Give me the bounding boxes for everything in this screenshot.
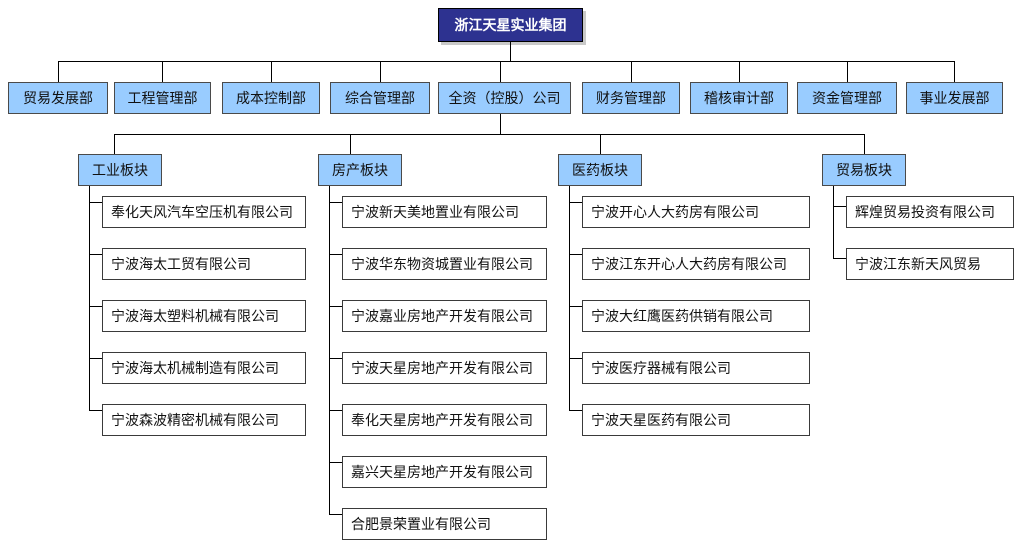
connector [329, 306, 342, 307]
company-item[interactable]: 宁波天星房地产开发有限公司 [342, 352, 547, 384]
connector [954, 61, 955, 82]
company-item[interactable]: 宁波海太工贸有限公司 [102, 248, 306, 280]
connector [114, 134, 865, 135]
company-item[interactable]: 宁波嘉业房地产开发有限公司 [342, 300, 547, 332]
sector-pharmaceutical[interactable]: 医药板块 [558, 154, 642, 186]
company-item[interactable]: 宁波森波精密机械有限公司 [102, 404, 306, 436]
company-item[interactable]: 宁波海太塑料机械有限公司 [102, 300, 306, 332]
sector-real-estate[interactable]: 房产板块 [318, 154, 402, 186]
connector [569, 186, 570, 410]
company-item[interactable]: 辉煌贸易投资有限公司 [846, 196, 1014, 228]
connector [89, 358, 102, 359]
connector [350, 134, 351, 154]
connector [114, 134, 115, 154]
sector-industry[interactable]: 工业板块 [78, 154, 162, 186]
connector [329, 514, 342, 515]
connector [329, 254, 342, 255]
company-item[interactable]: 宁波江东开心人大药房有限公司 [582, 248, 810, 280]
connector [271, 61, 272, 82]
connector [569, 410, 582, 411]
connector [89, 254, 102, 255]
connector [58, 61, 59, 82]
connector [329, 202, 342, 203]
connector [89, 306, 102, 307]
connector [833, 186, 834, 258]
company-item[interactable]: 宁波医疗器械有限公司 [582, 352, 810, 384]
connector [329, 462, 342, 463]
connector [510, 42, 511, 61]
connector [631, 61, 632, 82]
connector [600, 134, 601, 154]
company-item[interactable]: 宁波华东物资城置业有限公司 [342, 248, 547, 280]
company-item[interactable]: 宁波海太机械制造有限公司 [102, 352, 306, 384]
connector [162, 61, 163, 82]
connector [89, 410, 102, 411]
dept-trade-development[interactable]: 贸易发展部 [8, 82, 108, 114]
connector [847, 61, 848, 82]
dept-wholly-owned-companies[interactable]: 全资（控股）公司 [438, 82, 571, 114]
company-item[interactable]: 合肥景荣置业有限公司 [342, 508, 547, 540]
company-item[interactable]: 嘉兴天星房地产开发有限公司 [342, 456, 547, 488]
connector [89, 186, 90, 410]
connector [329, 358, 342, 359]
dept-fund-management[interactable]: 资金管理部 [797, 82, 897, 114]
connector [58, 61, 955, 62]
company-item[interactable]: 宁波大红鹰医药供销有限公司 [582, 300, 810, 332]
company-item[interactable]: 宁波新天美地置业有限公司 [342, 196, 547, 228]
connector [864, 134, 865, 154]
connector [500, 61, 501, 82]
connector [380, 61, 381, 82]
sector-trade[interactable]: 贸易板块 [822, 154, 906, 186]
connector [569, 358, 582, 359]
connector [739, 61, 740, 82]
connector [833, 206, 846, 207]
connector [89, 202, 102, 203]
connector [833, 258, 846, 259]
company-item[interactable]: 奉化天风汽车空压机有限公司 [102, 196, 306, 228]
dept-engineering[interactable]: 工程管理部 [114, 82, 211, 114]
connector [569, 202, 582, 203]
dept-audit[interactable]: 稽核审计部 [690, 82, 788, 114]
connector [500, 114, 501, 134]
dept-finance[interactable]: 财务管理部 [582, 82, 680, 114]
root-node[interactable]: 浙江天星实业集团 [438, 8, 583, 42]
connector [329, 186, 330, 514]
connector [329, 410, 342, 411]
company-item[interactable]: 宁波江东新天风贸易 [846, 248, 1014, 280]
dept-general-management[interactable]: 综合管理部 [330, 82, 430, 114]
company-item[interactable]: 奉化天星房地产开发有限公司 [342, 404, 547, 436]
connector [569, 306, 582, 307]
dept-cost-control[interactable]: 成本控制部 [222, 82, 320, 114]
connector [569, 254, 582, 255]
company-item[interactable]: 宁波天星医药有限公司 [582, 404, 810, 436]
company-item[interactable]: 宁波开心人大药房有限公司 [582, 196, 810, 228]
dept-business-development[interactable]: 事业发展部 [906, 82, 1003, 114]
